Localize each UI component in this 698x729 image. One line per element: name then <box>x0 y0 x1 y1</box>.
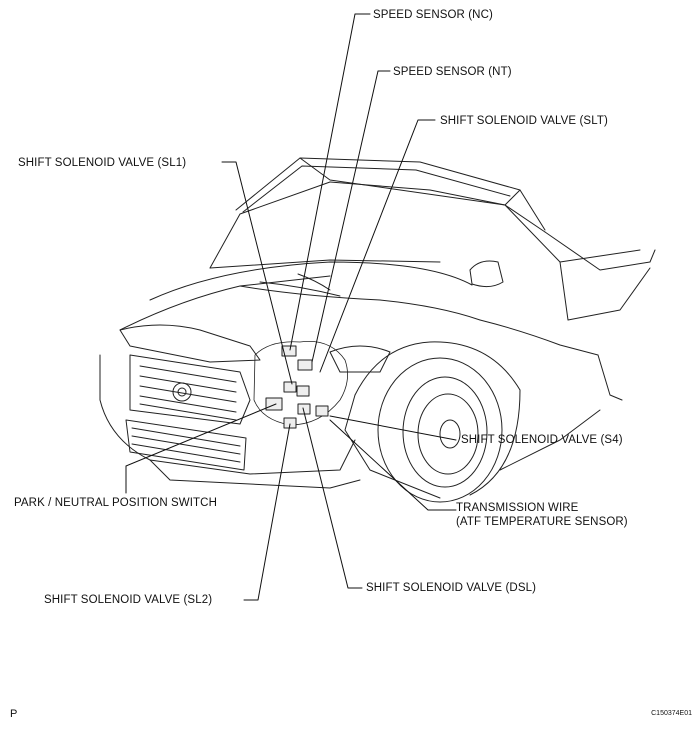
label-speed-sensor-nc: SPEED SENSOR (NC) <box>373 9 493 21</box>
leader-lines <box>125 13 457 601</box>
label-shift-solenoid-dsl: SHIFT SOLENOID VALVE (DSL) <box>366 582 537 594</box>
label-speed-sensor-nt: SPEED SENSOR (NT) <box>393 66 512 78</box>
label-atf-temperature-sensor: (ATF TEMPERATURE SENSOR) <box>456 516 628 528</box>
figure-code: C150374E01 <box>651 710 692 717</box>
transmission-cluster <box>253 341 348 429</box>
label-shift-solenoid-sl2: SHIFT SOLENOID VALVE (SL2) <box>44 594 213 606</box>
label-park-neutral-position-switch: PARK / NEUTRAL POSITION SWITCH <box>14 497 217 509</box>
page-marker: P <box>10 708 18 720</box>
label-shift-solenoid-slt: SHIFT SOLENOID VALVE (SLT) <box>440 115 608 127</box>
label-transmission-wire: TRANSMISSION WIRE <box>456 502 579 514</box>
label-shift-solenoid-sl1: SHIFT SOLENOID VALVE (SL1) <box>18 157 187 169</box>
car-body-outline <box>99 157 656 503</box>
label-shift-solenoid-s4: SHIFT SOLENOID VALVE (S4) <box>461 434 623 446</box>
